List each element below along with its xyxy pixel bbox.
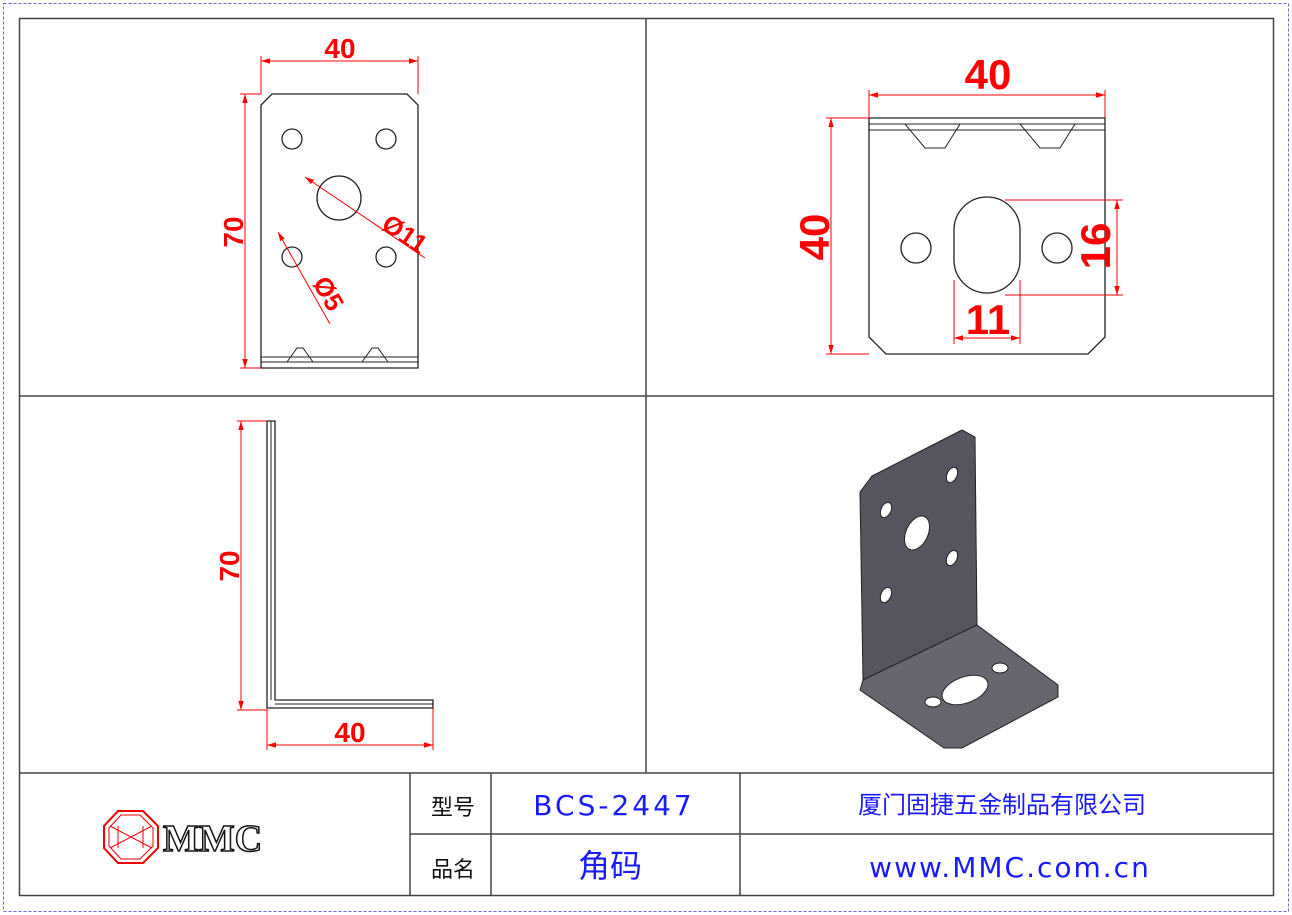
sheet-border bbox=[3, 3, 1289, 912]
name-label: 品名 bbox=[431, 858, 475, 883]
side-hole bbox=[1041, 232, 1073, 264]
isometric-view bbox=[859, 429, 1059, 749]
side-width-dim: 40 bbox=[334, 717, 365, 748]
logo-text: MMC bbox=[163, 818, 262, 860]
side-hole bbox=[900, 232, 932, 264]
top-height-dim: 40 bbox=[791, 214, 838, 261]
side-view: 70 40 bbox=[214, 420, 434, 750]
small-hole bbox=[281, 128, 303, 150]
model-value: BCS-2447 bbox=[533, 789, 694, 822]
top-view: 40 40 16 11 bbox=[791, 51, 1123, 355]
front-height-dim: 70 bbox=[218, 216, 249, 247]
small-hole bbox=[375, 128, 397, 150]
slot-length-dim: 16 bbox=[1072, 223, 1119, 270]
top-width-dim: 40 bbox=[965, 51, 1012, 98]
name-value: 角码 bbox=[578, 847, 642, 885]
side-height-dim: 70 bbox=[214, 550, 245, 581]
company-name: 厦门固捷五金制品有限公司 bbox=[858, 791, 1146, 819]
front-view: 40 70 Ø11 Ø5 bbox=[218, 33, 433, 369]
large-hole bbox=[316, 175, 362, 221]
slot-width-dim: 11 bbox=[966, 296, 1010, 343]
small-hole bbox=[375, 246, 397, 268]
front-plate-outline bbox=[260, 93, 419, 369]
company-website: www.MMC.com.cn bbox=[869, 851, 1151, 884]
model-label: 型号 bbox=[431, 796, 475, 821]
side-profile bbox=[266, 420, 434, 709]
front-width-dim: 40 bbox=[324, 33, 355, 64]
mmc-logo: MMC bbox=[103, 810, 263, 864]
slot-hole bbox=[953, 196, 1021, 294]
